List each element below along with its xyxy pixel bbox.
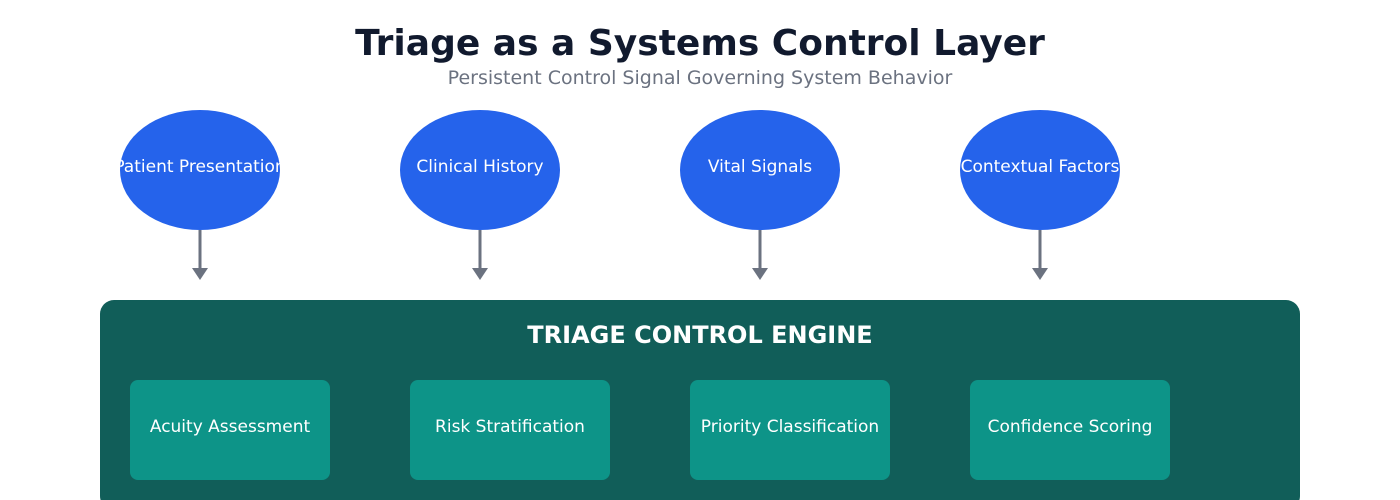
component-box bbox=[970, 380, 1170, 480]
input-node-shape bbox=[960, 110, 1120, 230]
input-node-shape bbox=[120, 110, 280, 230]
input-node-shape bbox=[680, 110, 840, 230]
input-node-patient-presentation: Patient Presentation bbox=[114, 110, 285, 230]
input-node-label: Clinical History bbox=[416, 157, 543, 177]
input-node-clinical-history: Clinical History bbox=[400, 110, 560, 230]
component-box bbox=[410, 380, 610, 480]
triage-control-engine: TRIAGE CONTROL ENGINE Acuity Assessment … bbox=[100, 300, 1300, 500]
input-node-label: Contextual Factors bbox=[961, 157, 1120, 177]
arrow-vital-signals bbox=[752, 230, 768, 280]
arrow-head-icon bbox=[472, 268, 488, 280]
input-node-label: Patient Presentation bbox=[114, 157, 285, 177]
engine-component-confidence-scoring: Confidence Scoring bbox=[970, 380, 1170, 480]
input-node-label: Vital Signals bbox=[708, 157, 812, 177]
arrow-contextual-factors bbox=[1032, 230, 1048, 280]
input-node-contextual-factors: Contextual Factors bbox=[960, 110, 1120, 230]
engine-component-risk-stratification: Risk Stratification bbox=[410, 380, 610, 480]
component-label: Confidence Scoring bbox=[988, 417, 1153, 437]
component-label: Acuity Assessment bbox=[150, 417, 311, 437]
input-node-vital-signals: Vital Signals bbox=[680, 110, 840, 230]
diagram-subtitle: Persistent Control Signal Governing Syst… bbox=[448, 67, 953, 89]
arrow-head-icon bbox=[752, 268, 768, 280]
component-box bbox=[130, 380, 330, 480]
engine-component-priority-classification: Priority Classification bbox=[690, 380, 890, 480]
component-label: Risk Stratification bbox=[435, 417, 585, 437]
arrow-patient-presentation bbox=[192, 230, 208, 280]
arrow-head-icon bbox=[1032, 268, 1048, 280]
component-label: Priority Classification bbox=[701, 417, 879, 437]
input-node-shape bbox=[400, 110, 560, 230]
arrow-clinical-history bbox=[472, 230, 488, 280]
engine-title: TRIAGE CONTROL ENGINE bbox=[527, 321, 872, 349]
diagram-title: Triage as a Systems Control Layer bbox=[355, 23, 1045, 64]
arrow-head-icon bbox=[192, 268, 208, 280]
component-box bbox=[690, 380, 890, 480]
engine-component-acuity-assessment: Acuity Assessment bbox=[130, 380, 330, 480]
